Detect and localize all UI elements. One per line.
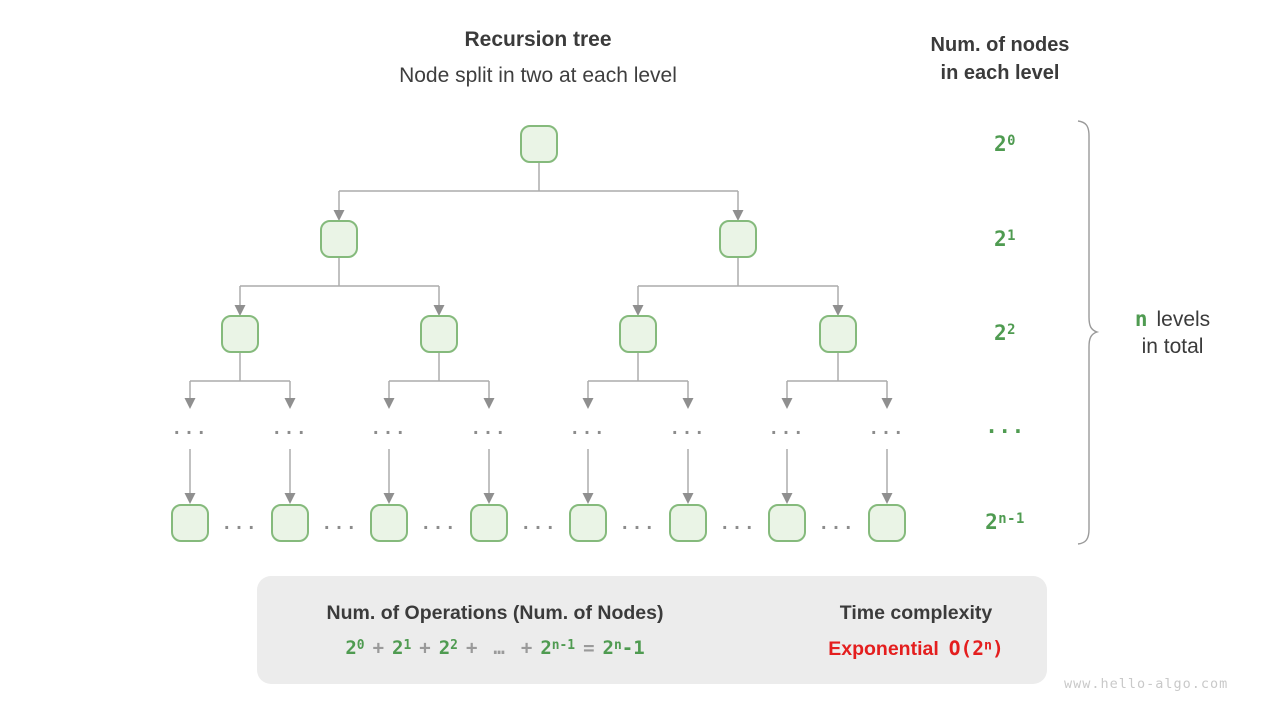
ellipsis: ... (868, 419, 906, 439)
ellipsis: ... (271, 419, 309, 439)
tree-node (520, 125, 558, 163)
ellipsis: ... (719, 514, 757, 534)
ellipsis: ... (321, 514, 359, 534)
ellipsis: ... (171, 419, 209, 439)
level-count-label: 22 (993, 321, 1016, 345)
formula-term: 2n-1 (540, 637, 576, 659)
ellipsis: ... (470, 419, 508, 439)
formula-term: 22 (438, 637, 458, 659)
level-count-label: 2n-1 (985, 510, 1025, 534)
formula-result: 2n-1 (602, 637, 645, 659)
time-complexity-title: Time complexity (839, 602, 993, 624)
ellipsis: ... (569, 419, 607, 439)
tree-node (719, 220, 757, 258)
ellipsis: ... (370, 419, 408, 439)
tree-node (470, 504, 508, 542)
ellipsis: ... (420, 514, 458, 534)
tree-node (619, 315, 657, 353)
complexity-result: Exponential O(2n) (806, 637, 1026, 661)
operations-title: Num. of Operations (Num. of Nodes) (326, 602, 664, 624)
tree-node (271, 504, 309, 542)
level-count-label: ... (985, 414, 1025, 438)
formula-term: 20 (345, 637, 365, 659)
tree-node (221, 315, 259, 353)
connector-lines (184, 163, 893, 504)
tree-node (370, 504, 408, 542)
tree-node (569, 504, 607, 542)
complexity-word: Exponential (828, 638, 939, 660)
ellipsis: ... (520, 514, 558, 534)
tree-node (320, 220, 358, 258)
diagram-subtitle: Node split in two at each level (399, 64, 677, 87)
diagram-title: Recursion tree (464, 28, 612, 51)
right-column-title-line1: Num. of nodes (930, 34, 1070, 56)
ellipsis: ... (669, 419, 707, 439)
tree-node (669, 504, 707, 542)
tree-node (868, 504, 906, 542)
ellipsis: ... (619, 514, 657, 534)
node-count-formula: 20+21+22+…+2n-1=2n-1 (345, 637, 645, 659)
tree-node (420, 315, 458, 353)
tree-node (171, 504, 209, 542)
tree-node (819, 315, 857, 353)
big-o-notation: O(2n) (948, 637, 1004, 660)
formula-term: 21 (392, 637, 412, 659)
watermark: www.hello-algo.com (1064, 676, 1229, 692)
curly-brace (1077, 120, 1100, 545)
right-column-title: Num. of nodes in each level (880, 31, 1120, 87)
ellipsis: ... (221, 514, 259, 534)
tree-node (768, 504, 806, 542)
ellipsis: ... (768, 419, 806, 439)
ellipsis: ... (818, 514, 856, 534)
level-count-label: 20 (993, 132, 1016, 156)
level-count-label: 21 (993, 227, 1016, 251)
summary-box: Num. of Operations (Num. of Nodes) 20+21… (257, 576, 1047, 684)
n-variable: n (1134, 307, 1148, 331)
right-column-title-line2: in each level (940, 62, 1060, 84)
formula-ellipsis: … (493, 637, 505, 659)
